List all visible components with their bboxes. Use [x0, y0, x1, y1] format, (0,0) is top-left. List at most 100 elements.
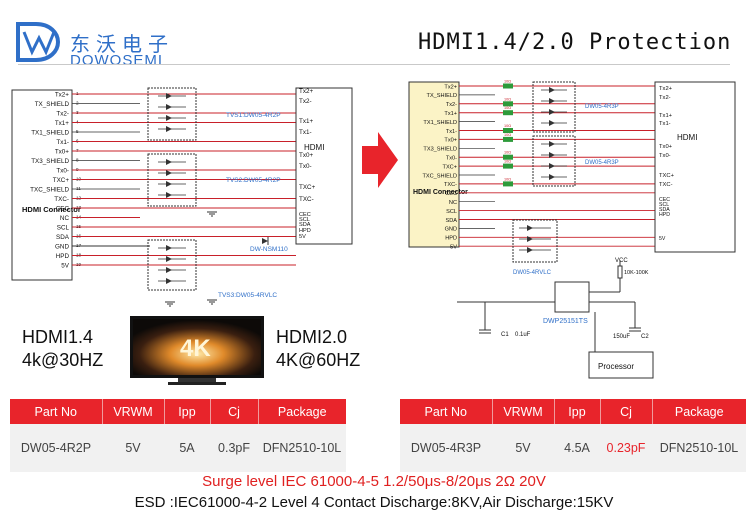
processor-box — [588, 351, 654, 379]
series-resistor — [503, 83, 513, 89]
tvs1-chip — [147, 87, 197, 141]
right-arrow-icon — [362, 132, 398, 188]
left-hdmi-box-pin: HPD — [299, 228, 311, 234]
left-package: DFN2510-10L — [258, 424, 346, 472]
pullup-resistor — [617, 265, 623, 279]
series-resistor — [503, 110, 513, 116]
surge-level-text: Surge level IEC 61000-4-5 1.2/50μs-8/20μ… — [202, 473, 546, 490]
left-hdmi-box-pin: 5V — [299, 234, 306, 240]
right-hdmi-box — [654, 81, 736, 253]
right-hdmi-box-pin: Tx0- — [659, 153, 671, 159]
left-hdmi-box-pin: SDA — [299, 222, 311, 228]
series-resistor-label: 10Ω — [504, 133, 511, 137]
left-hdmi-box-pin: Tx0+ — [299, 152, 313, 159]
left-connector-pin: TX1_SHIELD — [31, 130, 69, 137]
right-connector-pin: NC — [449, 200, 457, 206]
c1-label: C1 — [501, 332, 509, 338]
right-vrwm: 5V — [492, 424, 554, 472]
right-th-vrwm: VRWM — [492, 399, 555, 424]
processor-label: Processor — [598, 362, 634, 371]
left-pin-number: 19 — [76, 262, 82, 267]
right-connector-pin: Tx0- — [446, 156, 457, 162]
right-hdmi-box-pin: TXC+ — [659, 173, 675, 179]
left-connector-pin: CEC — [56, 206, 70, 213]
left-connector-pin: Tx1- — [56, 139, 69, 146]
left-connector-pin: SCL — [57, 225, 70, 232]
tvs-b-label: DW05-4R3P — [585, 160, 619, 166]
tvs3-label: TVS3:DW05-4RVLC — [218, 292, 277, 299]
left-connector-pin: TX_SHIELD — [35, 101, 70, 108]
switch-label: DWP25151TS — [543, 318, 588, 325]
right-connector-pin: TXC+ — [443, 164, 457, 170]
right-hdmi-box-pin: Tx2- — [659, 95, 671, 101]
left-hdmi-box-pin: Tx2+ — [299, 88, 313, 95]
left-pin-number: 5 — [76, 129, 79, 134]
dwp25151ts-switch — [554, 281, 590, 313]
left-pin-number: 2 — [76, 101, 79, 106]
tvs-c-chip — [512, 219, 558, 263]
left-pin-number: 18 — [76, 253, 82, 258]
right-hdmi-box-pin: Tx2+ — [659, 86, 673, 92]
hdmi20-version: HDMI2.0 — [276, 327, 348, 347]
right-connector-pin: GND — [445, 227, 457, 233]
right-hdmi-box-pin: HPD — [659, 212, 670, 218]
series-resistor — [503, 181, 513, 187]
right-hdmi-box-pin: Tx1+ — [659, 113, 673, 119]
c2-label: C2 — [641, 334, 649, 340]
left-spec-table: Part No VRWM Ipp Cj Package DW05-4R2P 5V… — [10, 399, 346, 472]
diode-label: DW-NSM110 — [250, 246, 288, 253]
left-connector-pin: Tx0- — [56, 168, 69, 175]
left-hdmi-box-pin: CEC — [299, 212, 311, 218]
tvs1-label: TVS1:DW05-4R2P — [226, 112, 281, 119]
left-connector-pin: NC — [60, 215, 70, 222]
right-ipp: 4.5A — [554, 424, 600, 472]
right-package: DFN2510-10L — [652, 424, 746, 472]
right-connector-pin: SCL — [446, 209, 457, 215]
left-schematic: HDMI Connector Tx2+1TX_SHIELD2Tx2-3Tx1+4… — [11, 87, 353, 307]
series-resistor — [503, 128, 513, 133]
series-resistor — [503, 101, 513, 107]
right-connector-pin: TX3_SHIELD — [423, 147, 457, 153]
right-hdmi-box-pin: SCL — [659, 202, 669, 208]
left-connector-pin: Tx2- — [56, 111, 69, 118]
right-th-cj: Cj — [600, 399, 653, 424]
tvs2-chip — [147, 153, 197, 207]
right-connector-pin: CEC — [445, 191, 457, 197]
right-connector-pin: TX1_SHIELD — [423, 120, 457, 126]
series-resistor-label: 10Ω — [504, 106, 511, 110]
svg-text:HDMI Connector: HDMI Connector — [413, 189, 468, 196]
series-resistor-label: 10Ω — [504, 151, 511, 155]
left-th-package: Package — [258, 399, 346, 424]
hdmi14-spec: HDMI1.4 4k@30HZ — [22, 326, 103, 372]
right-connector-pin: TXC_SHIELD — [422, 173, 457, 179]
tvs-c-label: DW05-4RVLC — [513, 270, 552, 276]
right-schematic: HDMI Connector Tx2+TX_SHIELDTx2-Tx1+TX1_… — [408, 80, 736, 379]
left-th-part-no: Part No — [10, 399, 103, 424]
left-connector-label: HDMI Connector — [22, 205, 81, 214]
left-ipp: 5A — [164, 424, 210, 472]
right-hdmi-box-pin: Tx1- — [659, 121, 671, 127]
pullup-label: 10K-100K — [624, 270, 649, 276]
right-th-package: Package — [652, 399, 746, 424]
left-connector-pin: TXC_SHIELD — [30, 187, 69, 194]
right-cj: 0.23pF — [600, 424, 652, 472]
left-hdmi-box-pin: SCL — [299, 217, 310, 223]
c2-value: 150uF — [613, 334, 630, 340]
right-th-ipp: Ipp — [554, 399, 601, 424]
right-connector-pin: SDA — [445, 218, 457, 224]
left-pin-number: 16 — [76, 234, 82, 239]
table-row: DW05-4R3P 5V 4.5A 0.23pF DFN2510-10L — [400, 424, 746, 472]
left-pin-number: 17 — [76, 243, 82, 248]
tvs2-label: TVS2:DW05-4R2P — [226, 177, 281, 184]
page-title: HDMI1.4/2.0 Protection — [418, 30, 732, 55]
left-connector-pin: Tx1+ — [55, 120, 69, 127]
left-th-vrwm: VRWM — [102, 399, 165, 424]
right-part-no: DW05-4R3P — [400, 424, 492, 472]
left-hdmi-box-pin: Tx2- — [299, 98, 312, 105]
c1-value: 0.1uF — [515, 332, 531, 338]
4k-tv-image: 4K — [130, 316, 264, 385]
right-connector-label: HDMI Connector — [413, 189, 468, 196]
tv-4k-badge: 4K — [180, 335, 211, 362]
left-cj: 0.3pF — [210, 424, 258, 472]
series-resistor — [503, 154, 513, 160]
